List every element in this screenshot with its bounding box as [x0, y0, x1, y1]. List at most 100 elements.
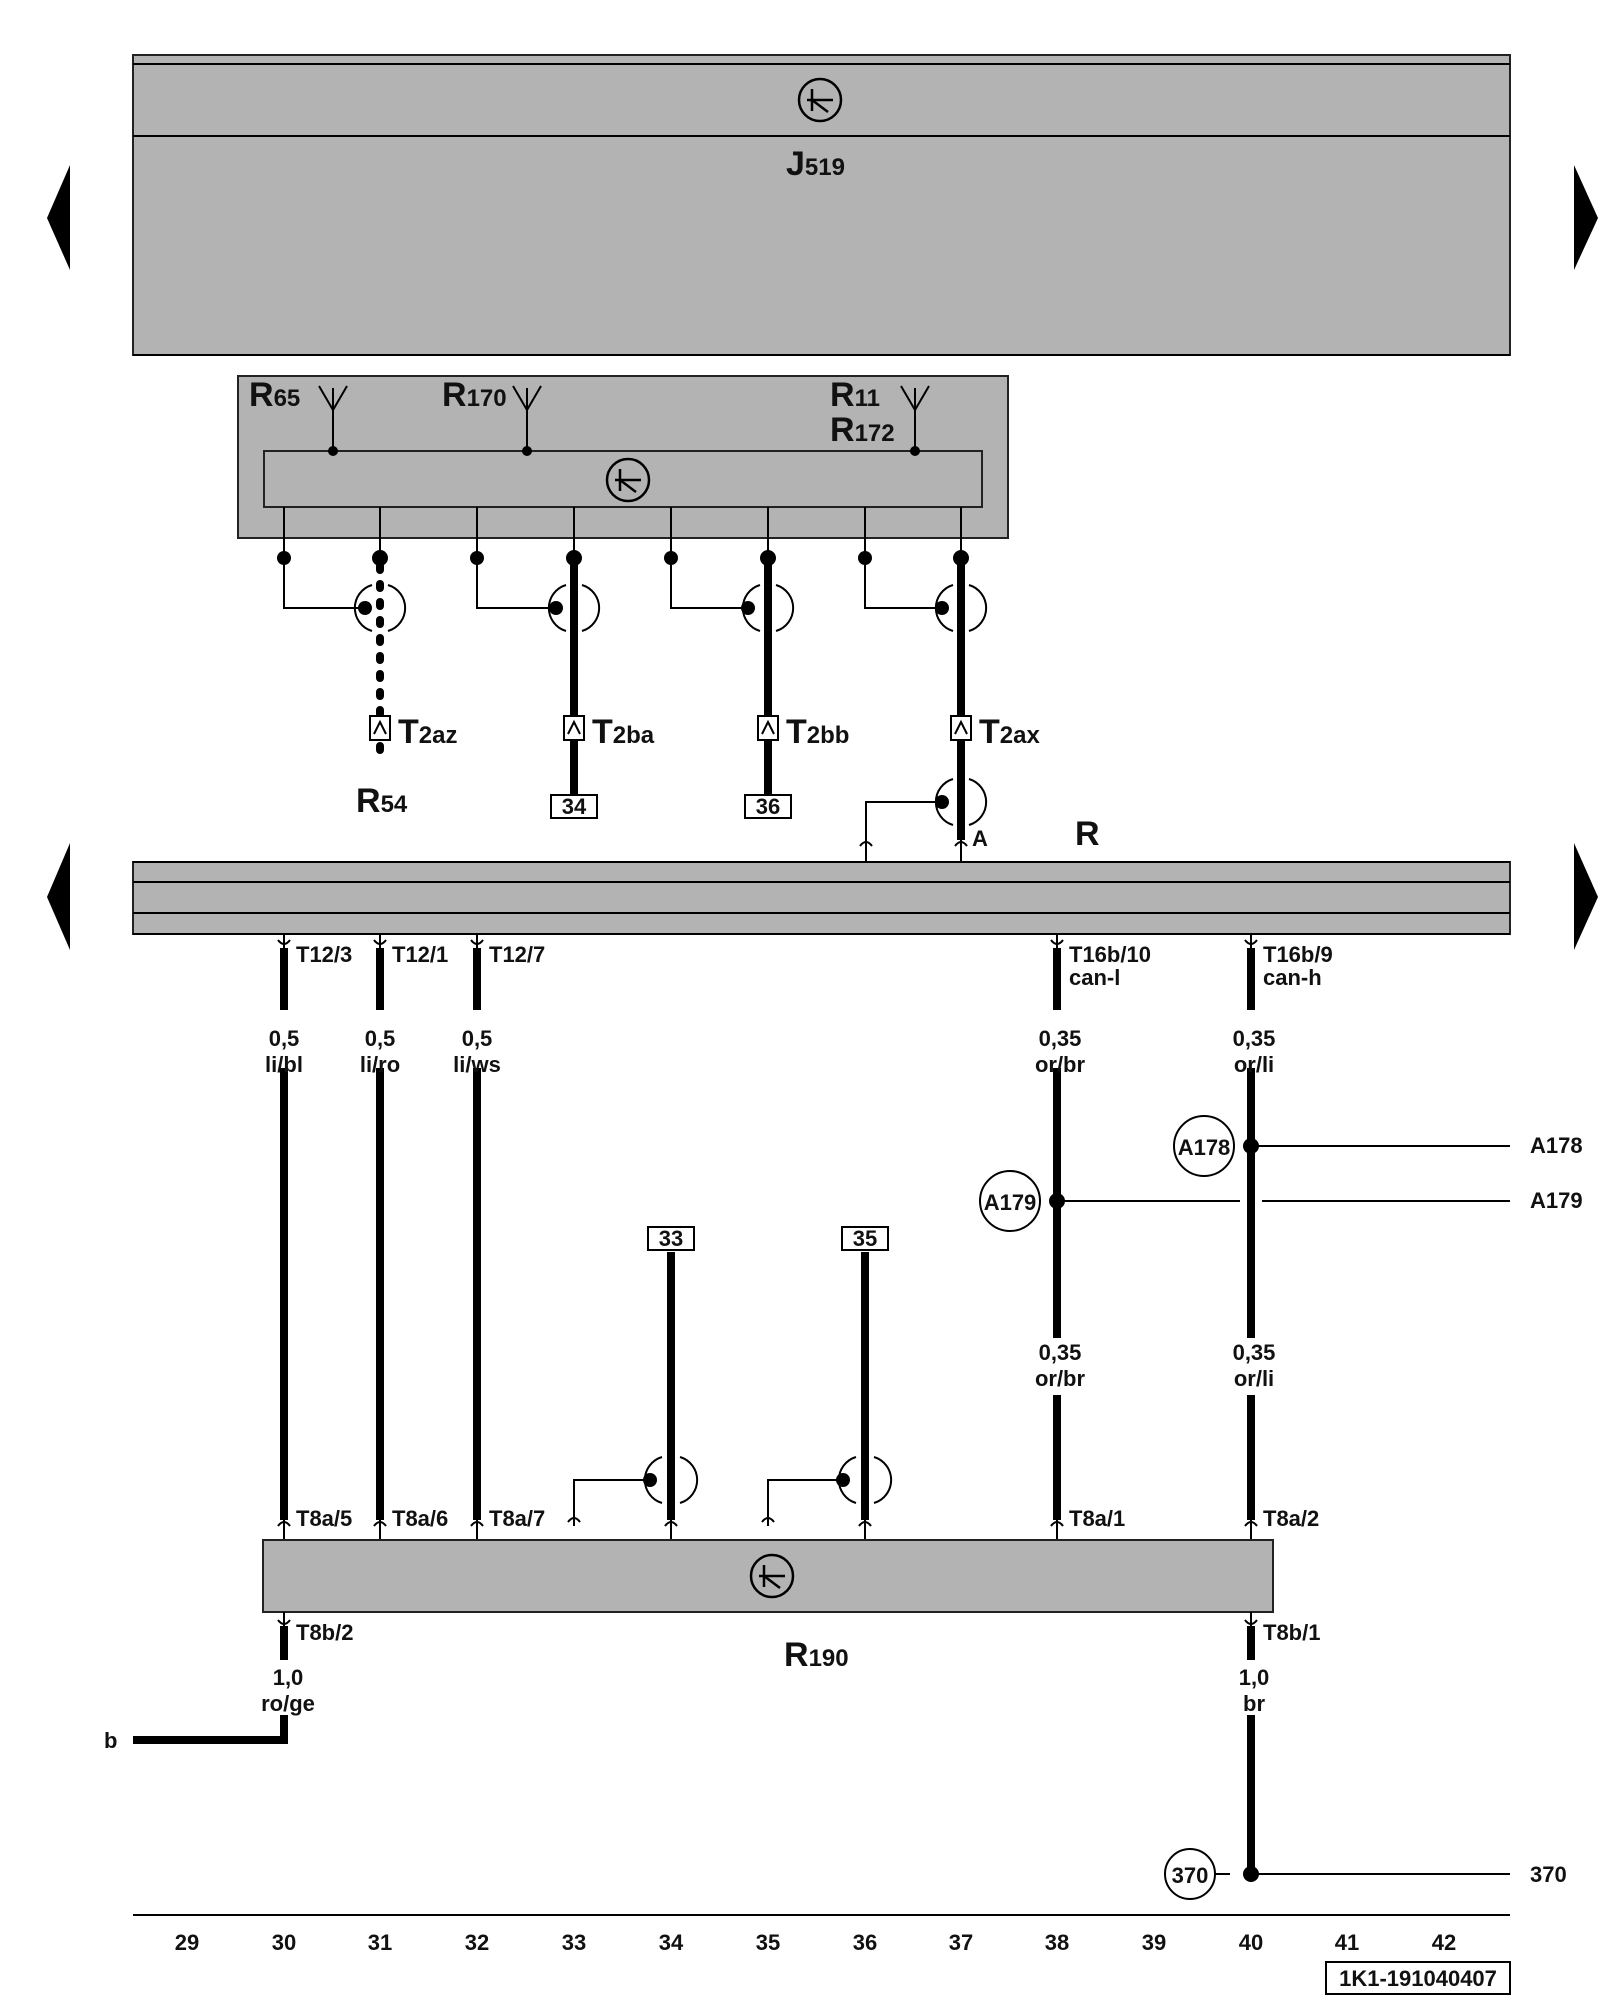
junction-a179: A179: [979, 1170, 1510, 1232]
connector-t2az: T2az: [369, 713, 457, 751]
svg-text:T2ba: T2ba: [592, 713, 655, 751]
svg-text:li/ws: li/ws: [453, 1052, 501, 1077]
antenna-icon: [318, 385, 348, 456]
radio-module: R65 R170 R11 R172: [237, 375, 1009, 539]
pin-label-t8a-2: T8a/2: [1263, 1506, 1319, 1531]
antenna-cables: [277, 507, 988, 862]
svg-text:or/br: or/br: [1035, 1052, 1086, 1077]
page-prev-arrow-top[interactable]: [47, 165, 70, 270]
grid-number: 37: [949, 1930, 973, 1955]
ref-box-36: 36: [744, 794, 792, 819]
grid-number: 29: [175, 1930, 199, 1955]
electronic-symbol-icon: [605, 457, 651, 503]
wire-labels-output: 1,0 ro/ge 1,0 br: [261, 1665, 1269, 1716]
svg-text:T2bb: T2bb: [786, 713, 849, 751]
svg-text:0,5: 0,5: [462, 1026, 493, 1051]
can-h-label: can-h: [1263, 965, 1322, 990]
pin-a-label: A: [972, 826, 988, 851]
pin-label-t8a-7: T8a/7: [489, 1506, 545, 1531]
r170-label: R170: [442, 376, 507, 414]
junction-370: 370: [1164, 1848, 1510, 1900]
grid-number: 33: [562, 1930, 586, 1955]
pin-markers-top: [277, 934, 1258, 948]
side-label-a179: A179: [1530, 1188, 1583, 1213]
connector-t2ax: T2ax: [950, 713, 1040, 751]
ref-box-35: 35: [841, 1226, 889, 1251]
r65-label: R65: [249, 376, 300, 414]
svg-text:br: br: [1243, 1691, 1265, 1716]
r190-module: [262, 1539, 1274, 1613]
j519-control-unit: J519: [132, 54, 1511, 356]
svg-text:li/bl: li/bl: [265, 1052, 303, 1077]
r54-label: R54: [356, 782, 408, 820]
electronic-symbol-icon: [749, 1553, 795, 1599]
svg-text:34: 34: [562, 794, 587, 819]
radio-r-bar: [132, 861, 1511, 935]
svg-text:1K1-191040407: 1K1-191040407: [1339, 1966, 1497, 1991]
grid-number: 35: [756, 1930, 780, 1955]
connector-t2ba: T2ba: [563, 713, 655, 751]
side-label-b: b: [104, 1728, 117, 1753]
document-id-box: 1K1-191040407: [1325, 1961, 1511, 1995]
pin-label-t16b-10: T16b/10: [1069, 942, 1151, 967]
svg-text:0,35: 0,35: [1039, 1340, 1082, 1365]
ref-box-33: 33: [647, 1226, 695, 1251]
svg-text:0,5: 0,5: [269, 1026, 300, 1051]
svg-text:0,35: 0,35: [1233, 1026, 1276, 1051]
j519-label: J519: [786, 145, 845, 183]
page-prev-arrow-mid[interactable]: [47, 843, 70, 950]
svg-text:0,35: 0,35: [1233, 1340, 1276, 1365]
grid-numbers: 29 30 31 32 33 34 35 36 37 38 39 40 41 4…: [175, 1930, 1456, 1955]
ref-box-34: 34: [550, 794, 598, 819]
svg-text:33: 33: [659, 1226, 683, 1251]
page-next-arrow-top[interactable]: [1574, 165, 1598, 270]
antenna-icon: [512, 385, 542, 456]
electronic-symbol-icon: [797, 77, 843, 123]
svg-text:0,35: 0,35: [1039, 1026, 1082, 1051]
grid-number: 34: [659, 1930, 684, 1955]
pin-label-t8a-1: T8a/1: [1069, 1506, 1125, 1531]
grid-number: 41: [1335, 1930, 1359, 1955]
svg-text:A178: A178: [1178, 1135, 1231, 1160]
svg-text:36: 36: [756, 794, 780, 819]
grid-number: 30: [272, 1930, 296, 1955]
svg-text:ro/ge: ro/ge: [261, 1691, 315, 1716]
side-label-a178: A178: [1530, 1133, 1583, 1158]
svg-text:or/li: or/li: [1234, 1052, 1274, 1077]
wire-labels-upper: 0,5 li/bl 0,5 li/ro 0,5 li/ws 0,35 or/br…: [265, 1026, 1275, 1077]
connector-t2bb: T2bb: [757, 713, 849, 751]
wire-bundle: [280, 948, 1255, 1520]
pin-label-t8a-5: T8a/5: [296, 1506, 352, 1531]
svg-text:A179: A179: [984, 1190, 1037, 1215]
svg-text:370: 370: [1172, 1863, 1209, 1888]
grid-number: 36: [853, 1930, 877, 1955]
r172-label: R172: [830, 411, 895, 449]
grid-number: 40: [1239, 1930, 1263, 1955]
shield-lower: [567, 1456, 893, 1526]
svg-text:T2az: T2az: [398, 713, 457, 751]
grid-number: 31: [368, 1930, 392, 1955]
grid-number: 42: [1432, 1930, 1456, 1955]
grid-number: 38: [1045, 1930, 1069, 1955]
svg-text:or/br: or/br: [1035, 1366, 1086, 1391]
svg-text:1,0: 1,0: [1239, 1665, 1270, 1690]
grid-number: 32: [465, 1930, 489, 1955]
pin-markers-bottom: [277, 1520, 1258, 1540]
svg-text:or/li: or/li: [1234, 1366, 1274, 1391]
pin-label-t16b-9: T16b/9: [1263, 942, 1333, 967]
pin-label-t12-3: T12/3: [296, 942, 352, 967]
svg-text:0,5: 0,5: [365, 1026, 396, 1051]
antenna-icon: [900, 385, 930, 456]
page-next-arrow-mid[interactable]: [1574, 843, 1598, 950]
svg-text:1,0: 1,0: [273, 1665, 304, 1690]
r-label: R: [1075, 815, 1100, 853]
can-l-label: can-l: [1069, 965, 1120, 990]
r11-label: R11: [830, 376, 880, 414]
pin-label-t8b-1: T8b/1: [1263, 1620, 1320, 1645]
grid-number: 39: [1142, 1930, 1166, 1955]
svg-text:T2ax: T2ax: [979, 713, 1040, 751]
r190-label: R190: [784, 1636, 849, 1674]
r190-outputs: [133, 1612, 1258, 1874]
pin-label-t8a-6: T8a/6: [392, 1506, 448, 1531]
